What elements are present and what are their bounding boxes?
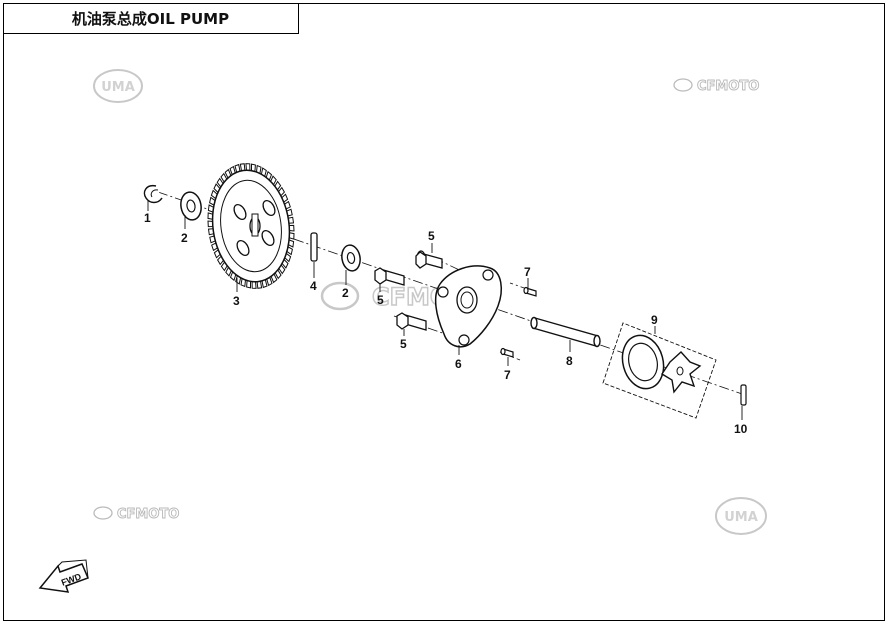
page-title: 机油泵总成OIL PUMP bbox=[71, 9, 230, 28]
title-box: 机油泵总成OIL PUMP bbox=[3, 3, 299, 34]
callout-7-lower: 7 bbox=[504, 368, 511, 382]
callout-10: 10 bbox=[734, 422, 748, 436]
callout-2: 2 bbox=[181, 231, 188, 245]
callout-6: 6 bbox=[455, 357, 462, 371]
gear-tooth bbox=[245, 163, 251, 172]
uma-watermark-text: UMA bbox=[724, 510, 758, 525]
drive-gear-part-3 bbox=[207, 163, 295, 289]
callout-8: 8 bbox=[566, 354, 573, 368]
rotor-assembly-part-9 bbox=[602, 322, 717, 419]
gear-tooth bbox=[251, 280, 257, 289]
callout-2-second: 2 bbox=[342, 286, 349, 300]
washer-part-2-second bbox=[341, 244, 361, 272]
callout-5-upper: 5 bbox=[428, 229, 435, 243]
callout-1: 1 bbox=[144, 211, 151, 225]
callout-numbers: 1 2 3 4 2 5 5 5 6 7 7 8 9 10 bbox=[144, 211, 748, 436]
cfmoto-watermark-text: CFMOTO bbox=[697, 79, 759, 94]
uma-watermark-text: UMA bbox=[101, 80, 135, 95]
bolt-part-5-middle bbox=[374, 267, 405, 286]
circlip-part-1 bbox=[143, 184, 163, 204]
bolt-part-5-upper bbox=[415, 250, 443, 269]
drawing-frame bbox=[3, 3, 885, 621]
dowel-pin-part-7-upper bbox=[523, 286, 537, 297]
callout-7-upper: 7 bbox=[524, 265, 531, 279]
pump-cover-part-6 bbox=[434, 265, 503, 348]
leader-lines bbox=[147, 201, 743, 420]
callout-5-middle: 5 bbox=[377, 293, 384, 307]
callout-9: 9 bbox=[651, 313, 658, 327]
uma-logo-watermark-top-left: UMA bbox=[93, 69, 143, 103]
pump-shaft-part-8 bbox=[530, 316, 601, 348]
washer-part-2 bbox=[180, 191, 202, 221]
bolt-part-5-lower bbox=[396, 312, 427, 331]
callout-5-lower: 5 bbox=[400, 337, 407, 351]
dowel-pin-part-7-lower bbox=[500, 347, 514, 358]
cfmoto-watermark-top-right: CFMOTO bbox=[673, 78, 760, 94]
callout-3: 3 bbox=[233, 294, 240, 308]
callout-4: 4 bbox=[310, 279, 317, 293]
pin-part-4 bbox=[310, 232, 318, 262]
cfmoto-watermark-bottom-left: CFMOTO bbox=[93, 506, 180, 522]
cfmoto-watermark-text: CFMOTO bbox=[117, 507, 179, 522]
forward-arrow-icon: FWD bbox=[38, 559, 90, 593]
uma-logo-watermark-bottom-right: UMA bbox=[715, 497, 767, 535]
pin-part-10 bbox=[740, 384, 747, 406]
